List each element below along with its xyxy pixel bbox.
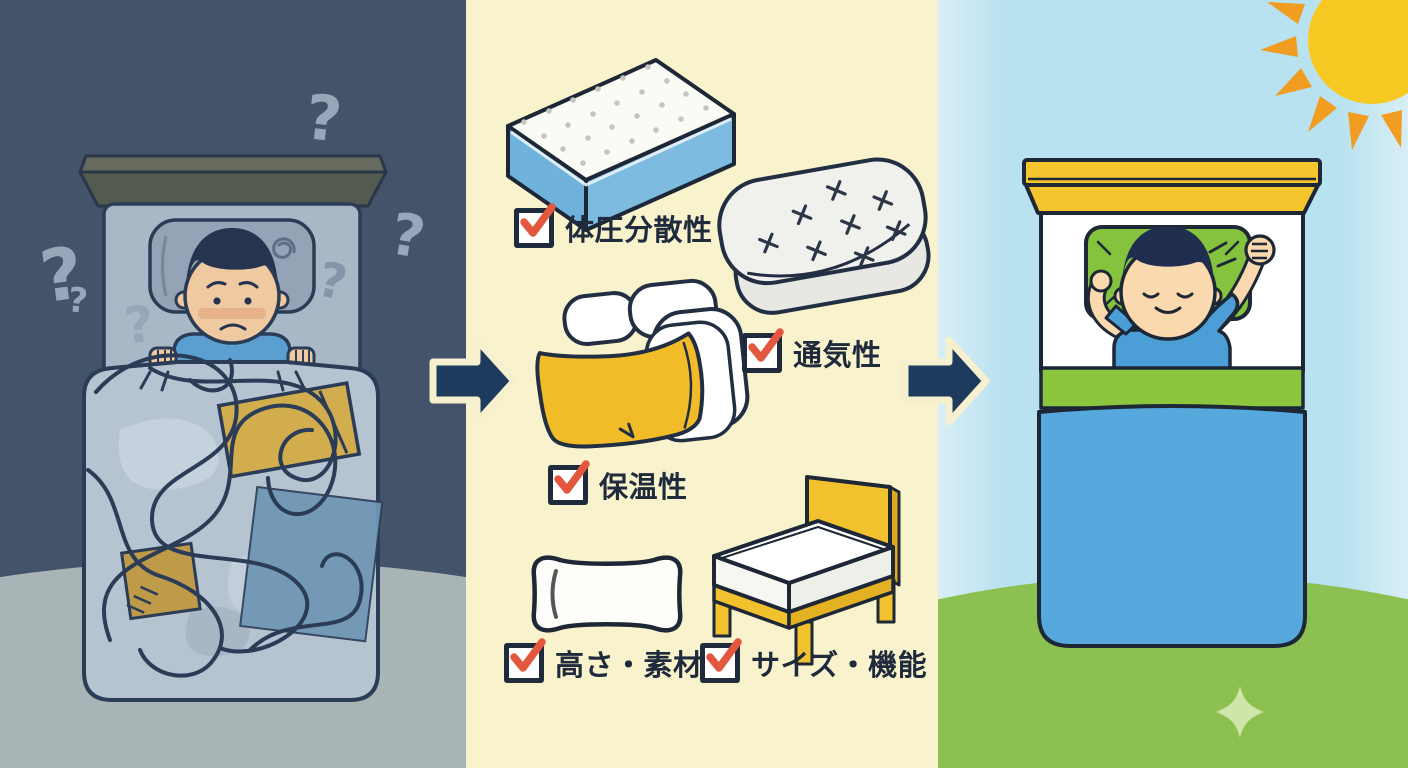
mattress-dots — [521, 64, 709, 166]
criteria-label: 通気性 — [793, 338, 882, 372]
red-check-icon — [554, 460, 590, 494]
frown-mouth — [219, 323, 247, 331]
dizzy-scribble — [272, 237, 296, 259]
sun-body — [1308, 0, 1408, 104]
criteria-item-height-material: 高さ・素材 — [504, 638, 703, 684]
futon-stitches — [758, 180, 907, 267]
red-check-icon — [748, 328, 784, 362]
comforter-icon — [535, 278, 750, 449]
pillow-crease — [161, 235, 168, 297]
blanket-highlight-1 — [118, 418, 219, 490]
eye-left — [213, 297, 221, 305]
blue-blanket — [1037, 404, 1307, 648]
bedding-items — [506, 58, 931, 666]
left-sleeve — [1104, 304, 1138, 336]
criteria-label: 高さ・素材 — [555, 648, 703, 682]
checkbox-checked-icon — [504, 638, 546, 683]
question-mark: ? — [122, 295, 157, 356]
question-mark: ? — [66, 280, 90, 322]
tangle-cords — [86, 353, 364, 678]
headboard-top-bar — [1022, 158, 1322, 187]
brow-right — [238, 281, 259, 289]
mattress-icon — [506, 58, 736, 232]
stretch-lines — [1208, 241, 1237, 268]
checkbox-checked-icon — [742, 328, 784, 373]
question-mark: ? — [302, 80, 345, 156]
fist-fingers — [1251, 242, 1268, 260]
arrow-night-to-criteria — [428, 334, 520, 432]
brow-left — [206, 281, 227, 289]
criteria-item-pressure-distribution: 体圧分散性 — [514, 203, 713, 249]
sun-rays — [1260, 2, 1402, 150]
headboard — [1024, 183, 1320, 215]
headboard-top — [78, 154, 388, 174]
panel-bedding-criteria: 体圧分散性 通気性 保温性 高さ・素材 サイズ・機能 — [466, 0, 938, 768]
grip-stress-lines — [139, 370, 306, 392]
sun-icon — [1260, 0, 1408, 150]
criteria-item-breathability: 通気性 — [742, 328, 882, 374]
tired-cheeks — [198, 308, 266, 319]
panel-restful-morning — [938, 0, 1408, 768]
blanket-stain — [185, 606, 250, 657]
smile — [1154, 306, 1182, 314]
right-arrow-icon — [429, 336, 518, 426]
question-mark: ? — [385, 199, 430, 272]
criteria-label: サイズ・機能 — [751, 648, 928, 682]
criteria-item-heat-retention: 保温性 — [548, 460, 688, 506]
panel-restless-night: ? ? ? ? ? ? — [0, 0, 466, 768]
checkbox-checked-icon — [700, 638, 742, 683]
red-check-icon — [520, 203, 556, 237]
eye-right — [244, 297, 252, 305]
right-arrow-icon — [901, 336, 990, 426]
closed-eyes — [1142, 292, 1194, 299]
tangled-blanket — [82, 353, 384, 702]
arrow-criteria-to-morning — [900, 334, 992, 432]
red-check-icon — [510, 638, 546, 672]
folded-futon-icon — [717, 157, 931, 315]
pillow-icon — [531, 555, 683, 633]
left-hand — [1089, 269, 1113, 293]
night-scene: ? ? ? ? ? ? — [0, 80, 466, 768]
checkbox-checked-icon — [548, 460, 590, 505]
criteria-item-size-function: サイズ・機能 — [700, 638, 928, 684]
headboard-front — [78, 170, 388, 208]
hair — [185, 228, 279, 300]
red-check-icon — [706, 638, 742, 672]
bed-frame-icon — [712, 475, 901, 666]
checkbox-checked-icon — [514, 203, 556, 248]
sparkle-icon — [1216, 686, 1264, 738]
green-blanket-band — [1039, 366, 1305, 410]
criteria-label: 体圧分散性 — [565, 213, 713, 247]
hair — [1121, 226, 1215, 296]
morning-scene — [938, 0, 1408, 768]
patch-blue — [239, 485, 384, 643]
waking-person — [1086, 226, 1276, 376]
criteria-label: 保温性 — [599, 470, 688, 504]
